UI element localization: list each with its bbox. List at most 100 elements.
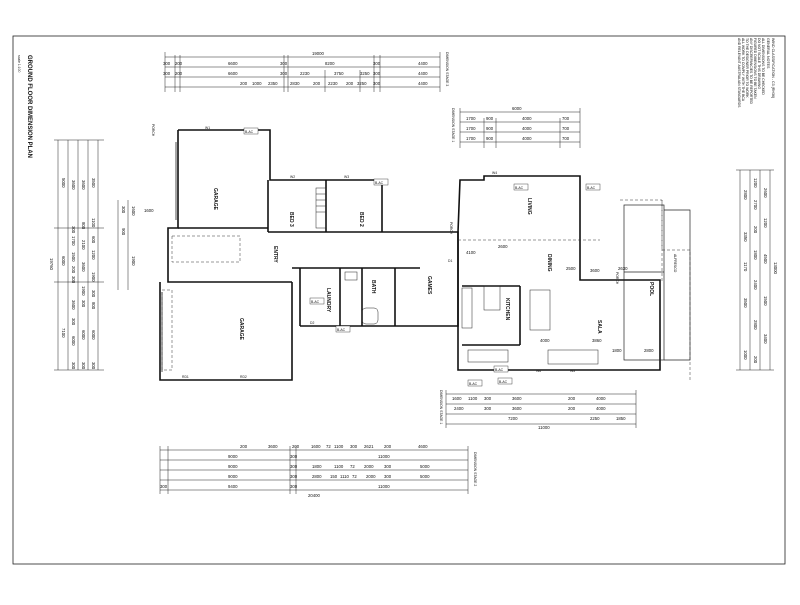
dim-label: 800: [91, 302, 96, 310]
top-dimension-group: [164, 52, 441, 92]
dim-label: 11000: [538, 425, 550, 430]
room-pool: POOL: [648, 282, 654, 296]
general-note: TO THE DESIGNER PRIOR TO WORK: [745, 38, 749, 98]
dim-label: 900: [486, 136, 494, 141]
room-garage-2: GARAGE: [238, 318, 244, 341]
dim-label: 200: [240, 444, 248, 449]
dim-label: 700: [562, 136, 570, 141]
dim-label: 72: [350, 464, 355, 469]
general-notes-heading: GENERAL NOTES: [766, 38, 770, 69]
dim-left-col1: 3600 300 1700 1500 200 300 3600 300 6000…: [71, 180, 76, 370]
room-bed-2: BED 2: [358, 212, 364, 227]
dim-label: 3600: [71, 180, 76, 190]
dim-label: 300: [163, 71, 171, 76]
dim-bottom-row4: 9000 300 2800 150 1110 72 2000 300 5000: [228, 474, 430, 479]
dim-label: 2800: [312, 474, 322, 479]
door-tag: D2: [310, 321, 314, 325]
inner-dim: 2500: [566, 266, 576, 271]
dim-label: 1900: [91, 272, 96, 282]
general-note: ALL WORK TO COMPLY WITH THE BCA: [741, 38, 745, 102]
dim-label: 900: [121, 228, 126, 236]
dim-bottom-overall: 20400: [308, 493, 321, 498]
dim-label: 2600: [763, 188, 768, 198]
dim-label: 1100: [334, 464, 344, 469]
general-note: ANY DISCREPANCIES TO BE REPORTED: [749, 38, 753, 105]
porch-label: PORCH: [615, 272, 619, 285]
dim-label: 3400: [763, 334, 768, 344]
alfresco-label: ALFRESCO: [673, 254, 677, 273]
dim-label: 3600: [512, 396, 522, 401]
dim-label: 11000: [378, 484, 390, 489]
dim-left-col3: 3500 1100 600 1200 1900 300 800 6000 300: [91, 178, 96, 370]
porch-label: PORCH: [151, 124, 155, 137]
room-sala: SALA: [596, 320, 602, 334]
inner-dim: 2600: [498, 244, 508, 249]
ac-tag: B-AC: [375, 181, 384, 185]
dim-label: 1200: [91, 250, 96, 260]
dim-label: 6000: [61, 256, 66, 266]
dim-label: 1700: [71, 236, 76, 246]
dim-top-overall: 19000: [312, 51, 325, 56]
dim-label: 1850: [616, 416, 626, 421]
window-tag: W5: [570, 369, 575, 373]
dim-label: 8200: [325, 61, 335, 66]
stage-label: DIMENSION STAGE 1: [451, 108, 455, 142]
dim-label: 200: [175, 71, 183, 76]
dim-label: 2800: [753, 320, 758, 330]
dim-label: 300: [71, 276, 76, 284]
dim-label: 200: [568, 406, 576, 411]
ac-tag: B-AC: [311, 300, 320, 304]
window-tag: W6: [536, 369, 541, 373]
dim-label: 3600: [81, 180, 86, 190]
dim-label: 6000: [71, 336, 76, 346]
dim-label: 200: [292, 444, 300, 449]
dim-bottom-row2: 9000 300 11000: [228, 454, 390, 459]
dim-label: 2400: [454, 406, 464, 411]
dim-label: 4000: [522, 126, 532, 131]
dim-label: 300: [290, 484, 298, 489]
general-notes-block: WIND CLASSIFICATION - C3 (RH36) GENERAL …: [737, 38, 775, 108]
right-side-dimension-group: [736, 169, 774, 371]
dim-label: 1100: [91, 218, 96, 228]
dim-label: 300: [373, 81, 381, 86]
dim-label: 300: [81, 362, 86, 370]
dim-label: 300: [160, 484, 168, 489]
dim-label: 4000: [596, 406, 606, 411]
bottom-right-dimension-group: [445, 390, 637, 428]
dim-label: 1900: [131, 256, 136, 266]
room-label: LAUNDRY: [325, 288, 331, 313]
dim-bottom-row1: 200 3600 200 1600 72 1100 300 2621 200 4…: [240, 444, 428, 449]
porch-label-left-2: PORCH: [449, 222, 453, 235]
dim-label: 300: [290, 464, 298, 469]
door-tag: RD1: [182, 375, 189, 379]
dim-label: 7200: [508, 416, 518, 421]
stage-label: DIMENSION STAGE 3: [445, 52, 449, 86]
dim-label: 4400: [418, 71, 428, 76]
dim-label: 200: [568, 396, 576, 401]
dim-label: 200: [753, 356, 758, 364]
room-label: LIVING: [526, 198, 532, 215]
dim-label: 300: [91, 362, 96, 370]
dim-label: 900: [486, 116, 494, 121]
title-block: GROUND FLOOR DIMENSION PLAN scale 1:100: [17, 55, 32, 158]
general-note: FIGURED DIMENSIONS TO BE TAKEN: [753, 38, 757, 99]
room-games: GAMES: [426, 276, 432, 295]
dim-label: 700: [562, 116, 570, 121]
dim-label: 4000: [596, 396, 606, 401]
left-dimension-group: [54, 139, 129, 371]
ac-tag: B-AC: [337, 328, 346, 332]
window-tag: W4: [492, 171, 497, 175]
dim-label: 1700: [466, 136, 476, 141]
dim-label: 4400: [418, 61, 428, 66]
room-garage-1: GARAGE: [212, 188, 218, 211]
dim-label: 19760: [49, 258, 54, 271]
door-tag: RD2: [240, 375, 247, 379]
window-door-tags: W1 W2 W3 W4 W5 W6 D1 D2 RD1 RD2: [182, 126, 575, 379]
wind-classification: WIND CLASSIFICATION - C3 (RH36): [771, 38, 775, 98]
door-tag: D1: [448, 259, 452, 263]
dim-label: 1800: [312, 464, 322, 469]
alfresco-label-text: ALFRESCO: [673, 254, 677, 273]
dashed-outlines: [161, 199, 691, 380]
